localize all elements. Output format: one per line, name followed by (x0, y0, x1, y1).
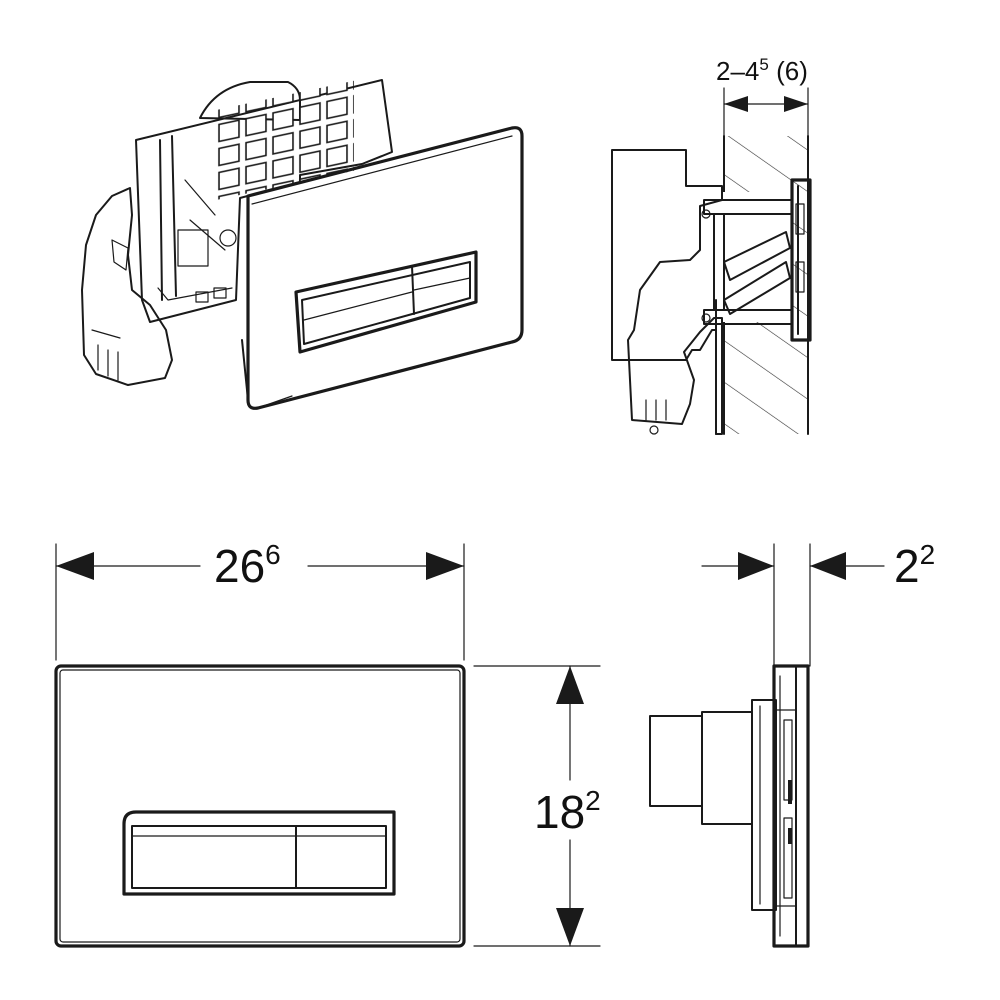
wall-dimension: 2–45 (6) (716, 55, 809, 137)
height-value: 18 (534, 786, 585, 838)
width-value: 26 (214, 540, 265, 592)
side-view: 22 (649, 539, 935, 948)
depth-label: 22 (894, 539, 935, 592)
height-dimension: 182 (473, 665, 601, 947)
width-dimension: 266 (55, 539, 465, 661)
flush-buttons-perspective (294, 250, 478, 354)
half-flush-button (298, 836, 384, 886)
depth-superscript: 2 (920, 539, 936, 570)
cover-plate-perspective (241, 126, 524, 410)
cistern-body (81, 187, 173, 386)
height-superscript: 2 (585, 785, 601, 816)
wall-thickness-superscript: 5 (759, 55, 768, 74)
flush-buttons-front (122, 810, 396, 896)
depth-dimension: 22 (701, 539, 935, 667)
width-label: 266 (214, 539, 281, 592)
cover-plate-front (54, 664, 466, 948)
cover-plate-section (790, 178, 812, 342)
cover-plate-side (772, 664, 810, 948)
section-view: 2–45 (6) (611, 55, 812, 435)
perspective-view (81, 79, 524, 410)
width-superscript: 6 (265, 539, 281, 570)
depth-value: 2 (894, 540, 920, 592)
wall-thickness-value: 2–4 (716, 56, 759, 86)
wall-thickness-label: 2–45 (6) (716, 55, 808, 86)
front-view: 266 182 (54, 539, 601, 948)
wall-thickness-alt: (6) (769, 56, 808, 86)
full-flush-button (134, 836, 294, 886)
height-label: 182 (534, 785, 601, 838)
